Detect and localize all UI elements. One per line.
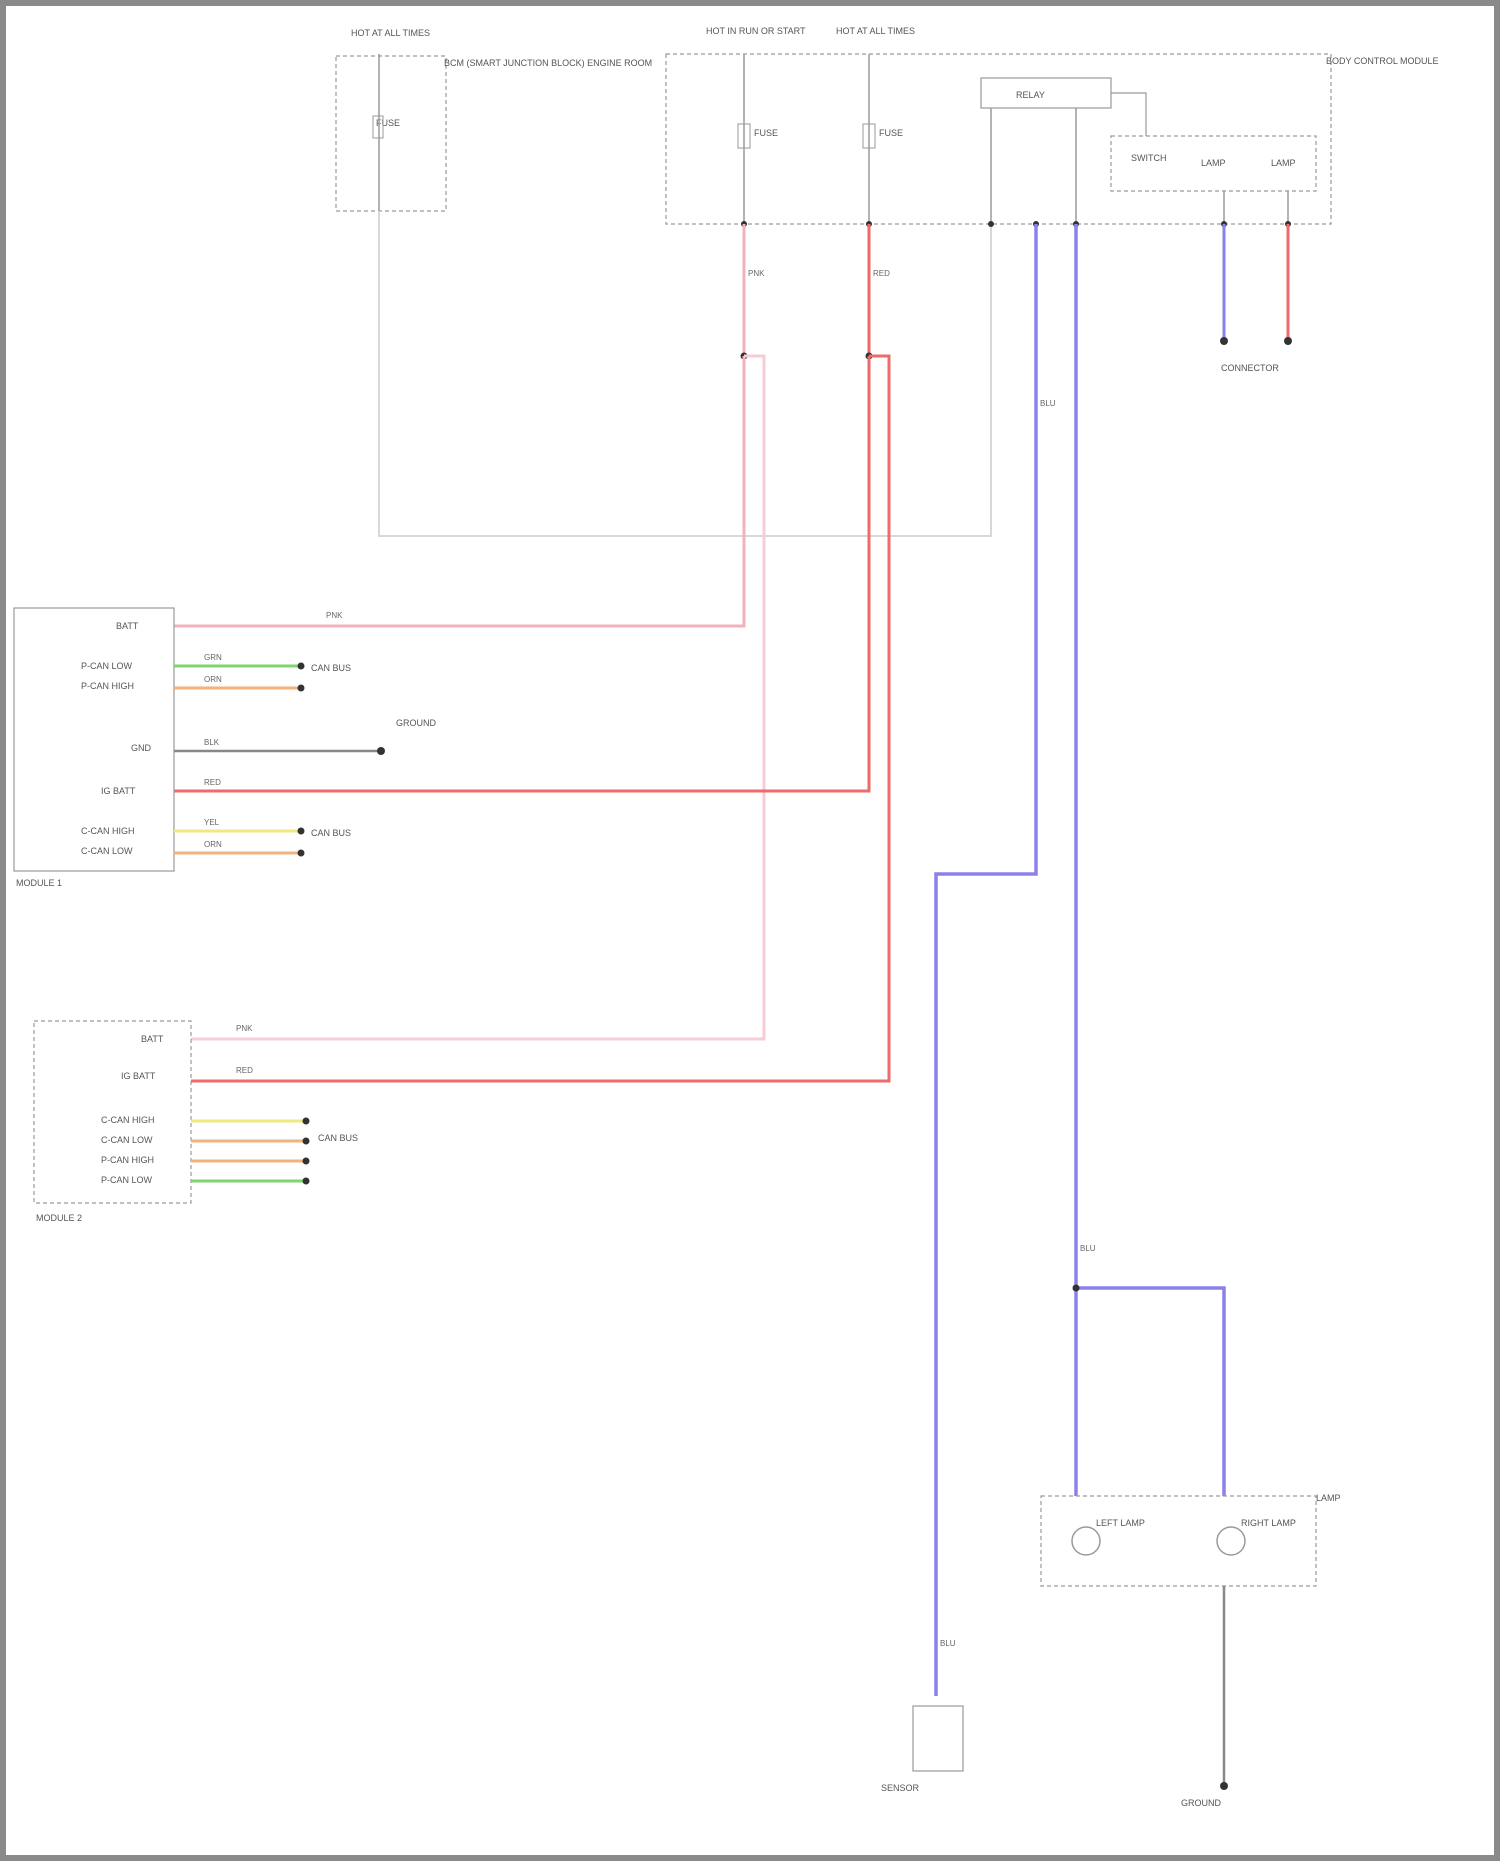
- blue-wire-to-sensor: [936, 224, 1036, 1696]
- module-2-wire-pnk: PNK: [236, 1024, 253, 1033]
- module-2-wire-red: RED: [236, 1066, 253, 1075]
- blue-wire-lamp-branch: [1076, 1288, 1224, 1496]
- module-1-pin-ccan-high: C-CAN HIGH: [81, 826, 135, 836]
- top-center-junction-box: HOT IN RUN OR START HOT AT ALL TIMES BOD…: [666, 26, 1439, 224]
- pink-wire-to-module2: [191, 356, 764, 1039]
- module-1-wire-orn-2: ORN: [204, 840, 222, 849]
- module-1-wire-blk: BLK: [204, 738, 220, 747]
- module-2-pin-pcan-high: P-CAN HIGH: [101, 1155, 154, 1165]
- lamp-assembly-label: LAMP: [1316, 1493, 1341, 1503]
- can-bus-label-2: CAN BUS: [311, 828, 351, 838]
- module-1-pin-ig-batt: IG BATT: [101, 786, 136, 796]
- module-1: MODULE 1 BATT P-CAN LOW P-CAN HIGH GND I…: [14, 608, 436, 888]
- diagram-sheet: HOT AT ALL TIMES BCM (SMART JUNCTION BLO…: [6, 6, 1494, 1855]
- lamp-assembly: LAMP LEFT LAMP RIGHT LAMP: [1041, 1493, 1341, 1586]
- grey-feed-wire: [379, 211, 991, 536]
- wire-label-red: RED: [873, 269, 890, 278]
- wire-label-pnk: PNK: [748, 269, 765, 278]
- wire-label-blu-3: BLU: [940, 1639, 956, 1648]
- can-bus-label-3: CAN BUS: [318, 1133, 358, 1143]
- fuse-mid-1-label: FUSE: [754, 128, 778, 138]
- fuse-right-2-label: LAMP: [1271, 158, 1296, 168]
- module-1-ground-label: GROUND: [396, 718, 436, 728]
- module-1-pin-gnd: GND: [131, 743, 152, 753]
- module-2-pin-ccan-low: C-CAN LOW: [101, 1135, 153, 1145]
- switch-label: SWITCH: [1131, 153, 1167, 163]
- module-1-wire-orn: ORN: [204, 675, 222, 684]
- hot-in-run-label: HOT IN RUN OR START: [706, 26, 806, 36]
- relay-label: RELAY: [1016, 90, 1045, 100]
- pink-wire-to-module1: [174, 356, 744, 626]
- right-box-title: BODY CONTROL MODULE: [1326, 56, 1439, 66]
- hot-at-all-times-label-1: HOT AT ALL TIMES: [351, 28, 430, 38]
- module-2-pin-pcan-low: P-CAN LOW: [101, 1175, 153, 1185]
- module-2-title: MODULE 2: [36, 1213, 82, 1223]
- bottom-sensor: SENSOR: [881, 1706, 963, 1793]
- module-1-wire-pnk: PNK: [326, 611, 343, 620]
- bottom-sensor-label: SENSOR: [881, 1783, 920, 1793]
- module-1-pin-pcan-low: P-CAN LOW: [81, 661, 133, 671]
- module-1-pin-ccan-low: C-CAN LOW: [81, 846, 133, 856]
- module-2-pin-ccan-high: C-CAN HIGH: [101, 1115, 155, 1125]
- wire-label-blu-1: BLU: [1040, 399, 1056, 408]
- top-left-box-title: BCM (SMART JUNCTION BLOCK) ENGINE ROOM: [444, 58, 652, 68]
- fuse-right-1-label: LAMP: [1201, 158, 1226, 168]
- module-1-wire-grn: GRN: [204, 653, 222, 662]
- wiring-diagram: HOT AT ALL TIMES BCM (SMART JUNCTION BLO…: [6, 6, 1494, 1855]
- module-1-title: MODULE 1: [16, 878, 62, 888]
- left-lamp-label: LEFT LAMP: [1096, 1518, 1145, 1528]
- right-connector-label: CONNECTOR: [1221, 363, 1279, 373]
- right-lamp-label: RIGHT LAMP: [1241, 1518, 1296, 1528]
- module-1-pin-pcan-high: P-CAN HIGH: [81, 681, 134, 691]
- module-2-pin-batt: BATT: [141, 1034, 164, 1044]
- module-1-pin-batt: BATT: [116, 621, 139, 631]
- bottom-right-ground-label: GROUND: [1181, 1798, 1221, 1808]
- module-2: MODULE 2 BATT IG BATT C-CAN HIGH C-CAN L…: [34, 1021, 358, 1223]
- red-wire-to-module2: [191, 356, 889, 1081]
- hot-at-all-times-label-2: HOT AT ALL TIMES: [836, 26, 915, 36]
- top-left-fuse-box: HOT AT ALL TIMES BCM (SMART JUNCTION BLO…: [336, 28, 652, 211]
- module-2-pin-ig-batt: IG BATT: [121, 1071, 156, 1081]
- module-1-wire-red: RED: [204, 778, 221, 787]
- wire-label-blu-2: BLU: [1080, 1244, 1096, 1253]
- can-bus-label-1: CAN BUS: [311, 663, 351, 673]
- module-1-wire-yel: YEL: [204, 818, 220, 827]
- fuse-mid-2-label: FUSE: [879, 128, 903, 138]
